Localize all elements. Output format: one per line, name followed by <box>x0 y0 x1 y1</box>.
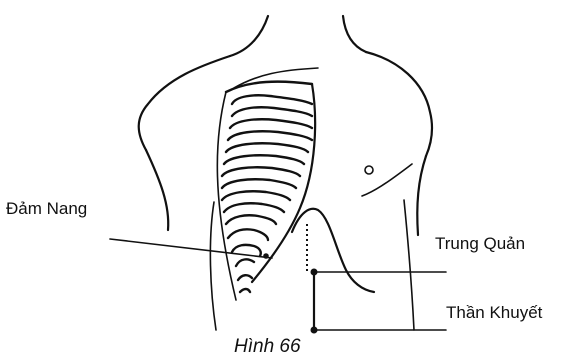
label-than-khuyet: Thần Khuyết <box>446 303 543 322</box>
nipple-marker <box>365 166 373 174</box>
point-dam-nang <box>263 253 269 259</box>
left-side-line <box>210 202 216 330</box>
leader-dam-nang <box>110 239 272 258</box>
right-side-line <box>404 200 414 330</box>
rib-cage <box>217 82 315 300</box>
right-arm-line <box>417 156 426 235</box>
label-dam-nang: Đảm Nang <box>6 199 87 218</box>
abdominal-curve <box>292 209 374 292</box>
neck-right-line <box>343 16 366 52</box>
label-trung-quan: Trung Quản <box>435 234 525 253</box>
figure-caption: Hình 66 <box>234 336 301 357</box>
left-arm-line <box>146 150 168 230</box>
neck-left-line <box>230 16 268 56</box>
right-shoulder-outline <box>366 52 432 156</box>
right-pectoral-line <box>362 164 412 196</box>
left-shoulder-outline <box>139 56 230 150</box>
